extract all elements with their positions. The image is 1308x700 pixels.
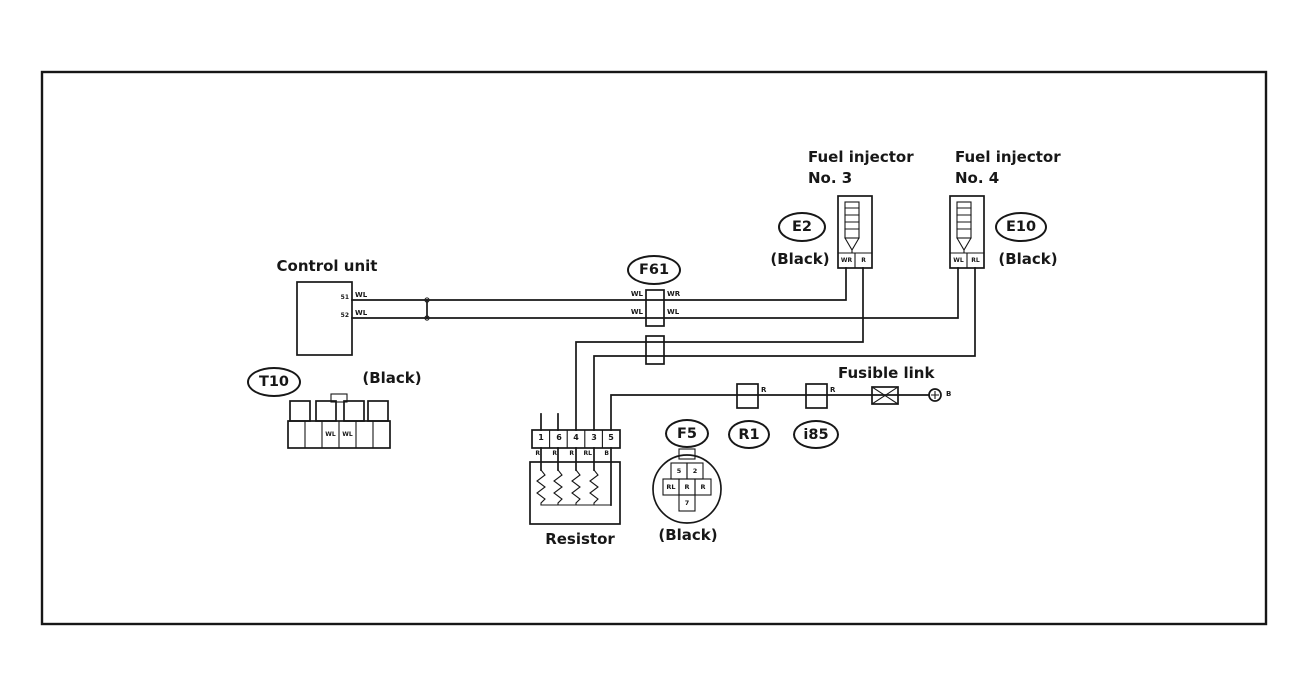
resistor-wire-label: RL: [583, 450, 592, 457]
control-unit-wire-52: WL: [355, 309, 368, 317]
resistor-pin-number: 1: [538, 433, 544, 442]
r1-connector-box: [736, 383, 759, 409]
resistor-wire-label: B: [604, 450, 609, 457]
injector3-pin-right: R: [861, 257, 866, 264]
resistor-wire-label: R: [569, 450, 574, 457]
f61-wire-top-left: WL: [630, 290, 643, 298]
resistor-wire-label: R: [535, 450, 540, 457]
f61-connector-box: [645, 289, 665, 365]
i85-connector-code: i85: [793, 420, 839, 449]
t10-connector-code: T10: [247, 367, 301, 397]
resistor-symbol: [529, 429, 621, 525]
control-unit-pin-51: 51: [340, 294, 349, 301]
injector4-symbol: [949, 195, 985, 269]
battery-terminal-label: B: [946, 390, 952, 398]
f61-wire-top-right: WR: [667, 290, 681, 298]
e2-color-note: (Black): [770, 250, 830, 268]
f61-connector-code: F61: [627, 255, 681, 285]
wires: [351, 267, 976, 431]
e2-connector-code: E2: [778, 212, 826, 242]
f5-color-note: (Black): [658, 526, 718, 544]
resistor-pin-number: 4: [573, 433, 579, 442]
injector4-title-line1: Fuel injector: [955, 148, 1061, 166]
resistor-wire-label: R: [552, 450, 557, 457]
e10-connector-code: E10: [995, 212, 1047, 242]
resistor-pin-number: 3: [591, 433, 597, 442]
f5-cavity-label: 5: [676, 467, 682, 475]
border-frame: [40, 70, 1268, 626]
control-unit-wire-51: WL: [355, 291, 368, 299]
f5-cavity-label: R: [700, 483, 706, 491]
control-unit-pin-52: 52: [340, 312, 349, 319]
resistor-title: Resistor: [545, 530, 615, 548]
fusible-link-symbol: [871, 386, 899, 405]
i85-wire-label: R: [830, 386, 836, 394]
f5-connector-symbol: [652, 448, 722, 524]
injector3-title-line2: No. 3: [808, 169, 853, 187]
battery-terminal-symbol: [928, 388, 942, 402]
t10-color-note: (Black): [362, 369, 422, 387]
injector4-title-line2: No. 4: [955, 169, 1000, 187]
f5-cavity-label: R: [684, 483, 690, 491]
injector3-symbol: [837, 195, 873, 269]
f61-wire-bottom-left: WL: [630, 308, 643, 316]
r1-wire-label: R: [761, 386, 767, 394]
injector3-title-line1: Fuel injector: [808, 148, 914, 166]
f5-cavity-label: RL: [666, 483, 676, 491]
injector3-pin-left: WR: [840, 257, 853, 264]
resistor-pin-number: 6: [556, 433, 562, 442]
e10-color-note: (Black): [998, 250, 1058, 268]
f5-cavity-label: 2: [692, 467, 698, 475]
t10-connector-symbol: [287, 393, 391, 449]
f5-cavity-label: 7: [684, 499, 690, 507]
injector4-pin-right: RL: [971, 257, 980, 264]
fusible-link-title: Fusible link: [838, 364, 935, 382]
r1-connector-code: R1: [728, 420, 770, 449]
resistor-pin-number: 5: [608, 433, 614, 442]
t10-cavity-label-right: WL: [342, 431, 353, 438]
control-unit-box: [296, 281, 353, 356]
i85-connector-box: [805, 383, 828, 409]
t10-cavity-label-left: WL: [325, 431, 336, 438]
injector4-pin-left: WL: [953, 257, 964, 264]
f61-wire-bottom-right: WL: [667, 308, 680, 316]
f5-connector-code: F5: [665, 419, 709, 448]
control-unit-title: Control unit: [276, 257, 378, 275]
